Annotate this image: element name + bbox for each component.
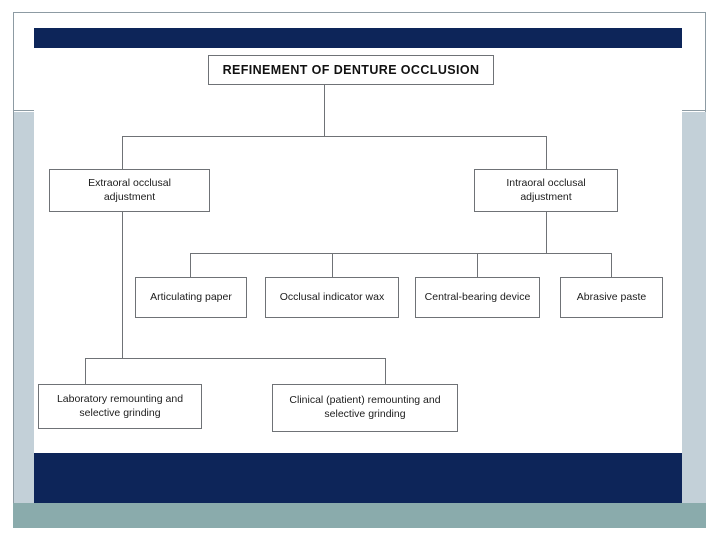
footer-accent-band xyxy=(13,503,706,528)
connector-to-articulating-paper xyxy=(190,253,191,277)
header-bar xyxy=(34,28,682,48)
node-laboratory-remounting: Laboratory remounting and selective grin… xyxy=(38,384,202,429)
connector-to-occlusal-indicator-wax xyxy=(332,253,333,277)
node-extraoral: Extraoral occlusal adjustment xyxy=(49,169,210,212)
node-root: REFINEMENT OF DENTURE OCCLUSION xyxy=(208,55,494,85)
node-extraoral-label: Extraoral occlusal adjustment xyxy=(88,176,171,203)
node-abrasive-paste: Abrasive paste xyxy=(560,277,663,318)
connector-level4-bus xyxy=(85,358,386,359)
connector-extraoral-down xyxy=(122,212,123,359)
connector-to-clinical-remounting xyxy=(385,358,386,384)
connector-level3-bus xyxy=(190,253,612,254)
footer-bar xyxy=(34,453,682,503)
node-central-bearing-device: Central-bearing device xyxy=(415,277,540,318)
left-accent-band xyxy=(14,112,34,516)
node-clinical-remounting-label: Clinical (patient) remounting and select… xyxy=(289,394,441,420)
node-articulating-paper: Articulating paper xyxy=(135,277,247,318)
connector-level2-bus xyxy=(122,136,547,137)
right-accent-band xyxy=(682,112,706,516)
connector-to-central-bearing-device xyxy=(477,253,478,277)
node-clinical-remounting: Clinical (patient) remounting and select… xyxy=(272,384,458,432)
connector-to-extraoral xyxy=(122,136,123,169)
left-rule xyxy=(13,110,34,111)
node-intraoral-label: Intraoral occlusal adjustment xyxy=(506,176,586,203)
connector-root-down xyxy=(324,85,325,136)
node-intraoral: Intraoral occlusal adjustment xyxy=(474,169,618,212)
connector-intraoral-down xyxy=(546,212,547,254)
right-rule xyxy=(682,110,706,111)
node-laboratory-remounting-label: Laboratory remounting and selective grin… xyxy=(56,392,184,419)
connector-to-laboratory-remounting xyxy=(85,358,86,384)
connector-to-abrasive-paste xyxy=(611,253,612,277)
node-occlusal-indicator-wax: Occlusal indicator wax xyxy=(265,277,399,318)
connector-to-intraoral xyxy=(546,136,547,169)
